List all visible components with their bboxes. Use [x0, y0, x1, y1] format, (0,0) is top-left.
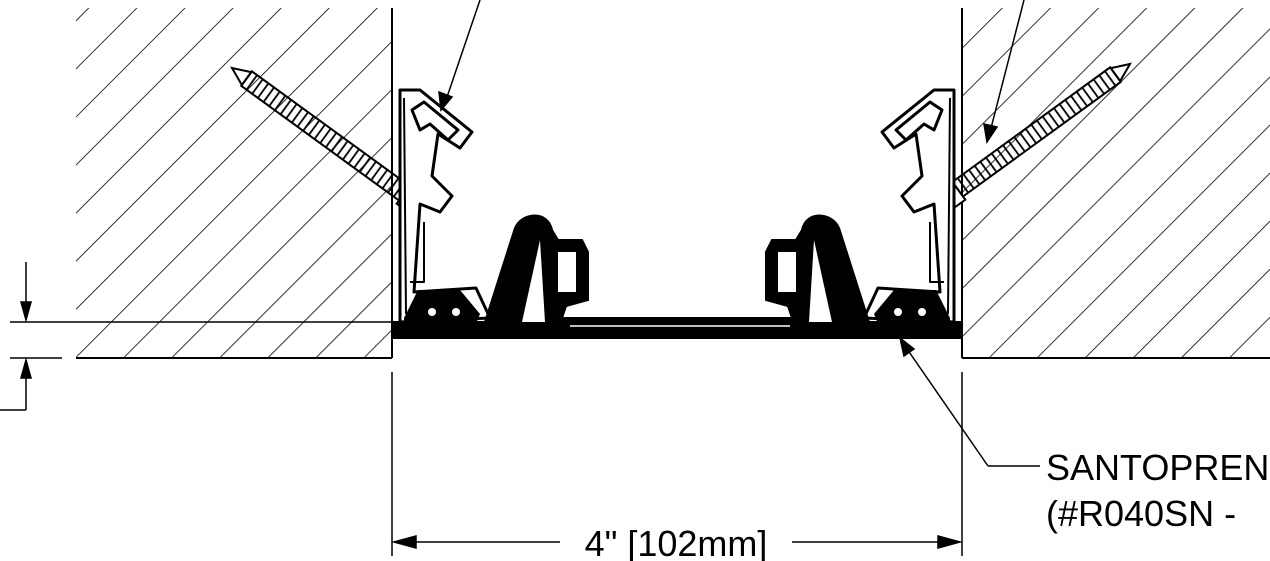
width-dimension-label: 4" [102mm]	[585, 523, 768, 561]
seal-callout-leader	[898, 336, 1040, 467]
left-substrate	[76, 8, 393, 359]
vertical-offset-dimension	[0, 262, 392, 411]
seal-callout-line2: (#R040SN -	[1046, 493, 1236, 534]
seal-callout-line1: SANTOPREN	[1046, 447, 1269, 488]
right-frame-profile	[862, 88, 956, 324]
top-leader-lines	[438, 0, 1025, 144]
right-seal-gland	[874, 290, 950, 330]
left-frame-profile	[398, 88, 492, 324]
left-seal-gland	[404, 290, 480, 330]
santoprene-seal	[393, 214, 961, 339]
width-dimension	[391, 372, 963, 556]
